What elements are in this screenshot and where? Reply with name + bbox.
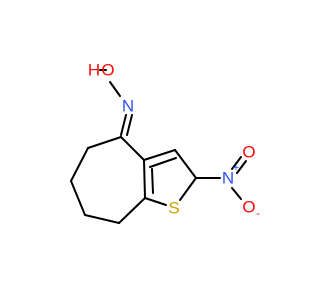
bond-c3-c2	[174, 149, 197, 179]
atom-label-h-hydroxyl: H	[88, 61, 100, 80]
bond-c-oxime-c3a	[120, 136, 145, 161]
bond-c7-c8	[84, 214, 120, 224]
atom-label-n-nitro: N	[222, 169, 234, 188]
bond-c3a-c3-1	[143, 149, 176, 161]
structure-diagram: H O N S N + O O -	[70, 61, 260, 224]
molecule-canvas: H O N S N + O O -	[70, 60, 261, 224]
bond-c8a-c3a-2	[151, 168, 154, 194]
bond-c3a-c3-2	[149, 157, 177, 168]
bond-nitro-n-o-top-2	[236, 160, 247, 174]
atom-label-s-ring: S	[168, 199, 179, 218]
atom-label-o-nitro-top: O	[242, 143, 255, 162]
bond-s-c8a	[144, 197, 167, 206]
bond-o-n	[109, 81, 121, 97]
bond-c8-c8a	[118, 197, 146, 224]
charge-plus-nitro-n: +	[233, 162, 239, 174]
atom-label-o-nitro-bottom: O	[242, 198, 255, 217]
charge-minus-nitro-o: -	[256, 208, 260, 220]
atom-label-n-oxime: N	[122, 97, 134, 116]
bond-n-c-oxime-1	[120, 114, 127, 136]
bond-c5-c6	[70, 147, 89, 182]
bond-c6-c7	[70, 180, 86, 216]
bond-c2-s	[179, 177, 197, 201]
bond-nitro-n-o-top-1	[231, 156, 242, 170]
bond-n-c-oxime-2	[126, 114, 133, 136]
bond-c8a-c3a-1	[143, 159, 146, 199]
bond-nitro-n-o-bottom	[231, 187, 242, 200]
bond-c-oxime-c5	[87, 136, 122, 149]
atom-label-o-hydroxyl: O	[101, 61, 114, 80]
